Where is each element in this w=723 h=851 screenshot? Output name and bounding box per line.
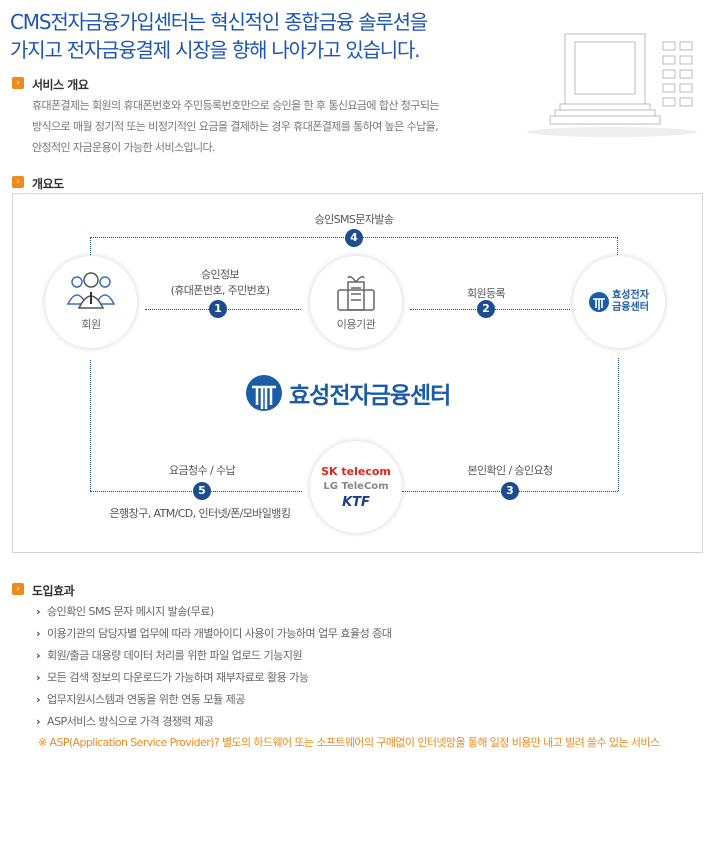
effect-item: 회원/출금 대용량 데이터 처리를 위한 파일 업로드 기능지원 bbox=[36, 647, 303, 663]
step-badge-4: 4 bbox=[345, 229, 363, 247]
step-label-4: 승인SMS문자발송 bbox=[314, 213, 394, 226]
step-label-3: 본인확인 / 승인요청 bbox=[467, 464, 553, 477]
step-badge-1: 1 bbox=[209, 300, 227, 318]
headline: CMS전자금융가입센터는 혁신적인 종합금융 솔루션을 가지고 전자금융결제 시… bbox=[10, 10, 428, 62]
sk-telecom-logo: SK telecom bbox=[321, 464, 391, 478]
step-badge-5: 5 bbox=[193, 482, 211, 500]
section-title-diagram: 개요도 bbox=[32, 177, 64, 191]
step-badge-3: 3 bbox=[501, 482, 519, 500]
effect-item: 업무지원시스템과 연동을 위한 연동 모듈 제공 bbox=[36, 691, 245, 707]
node-hyosung-center: 효성전자 금융센터 bbox=[573, 256, 665, 348]
diagram-box bbox=[12, 193, 703, 553]
node-institution: 이용기관 bbox=[310, 256, 402, 348]
effect-item: 이용기관의 담당자별 업무에 따라 개별아이디 사용이 가능하며 업무 효율성 … bbox=[36, 625, 392, 641]
section-bullet-icon: › bbox=[12, 583, 24, 595]
node-member: 회원 bbox=[45, 256, 137, 348]
node-telecoms: SK telecom LG TeleCom KTF bbox=[310, 441, 402, 533]
effect-item: 모든 검색 정보의 다운로드가 가능하며 재부자료로 활용 가능 bbox=[36, 669, 309, 685]
hyosung-logo-icon bbox=[246, 375, 282, 411]
connector-line bbox=[90, 237, 91, 255]
section-title-effects: 도입효과 bbox=[32, 584, 75, 598]
step-label-1: 승인정보 bbox=[200, 268, 240, 281]
building-illustration bbox=[527, 33, 697, 137]
step-sublabel-1: (휴대폰번호, 주민번호) bbox=[170, 284, 270, 297]
center-brand: 효성전자금융센터 bbox=[245, 374, 451, 412]
step-label-2: 회원등록 bbox=[466, 287, 506, 300]
section-bullet-icon: › bbox=[12, 176, 24, 188]
connector-line bbox=[90, 360, 91, 491]
lg-telecom-logo: LG TeleCom bbox=[323, 480, 389, 492]
effect-item: ASP서비스 방식으로 가격 경쟁력 제공 bbox=[36, 713, 214, 729]
people-icon bbox=[66, 272, 116, 309]
hyosung-logo-icon bbox=[589, 292, 610, 312]
connector-line bbox=[617, 237, 618, 257]
building-icon bbox=[337, 275, 375, 311]
connector-line bbox=[618, 358, 619, 491]
step-sublabel-5: 은행창구, ATM/CD, 인터넷/폰/모바일뱅킹 bbox=[109, 507, 291, 520]
step-badge-2: 2 bbox=[477, 300, 495, 318]
overview-text: 휴대폰결제는 회원의 휴대폰번호와 주민등록번호만으로 승인을 한 후 통신요금… bbox=[32, 99, 439, 154]
section-title-overview: 서비스 개요 bbox=[32, 78, 89, 92]
asp-note: ※ ASP(Application Service Provider)? 별도의… bbox=[38, 736, 660, 749]
effect-item: 승인확인 SMS 문자 메시지 발송(무료) bbox=[36, 603, 214, 619]
ktf-logo: KTF bbox=[342, 494, 370, 510]
step-label-5: 요금청수 / 수납 bbox=[168, 464, 236, 477]
section-bullet-icon: › bbox=[12, 77, 24, 89]
